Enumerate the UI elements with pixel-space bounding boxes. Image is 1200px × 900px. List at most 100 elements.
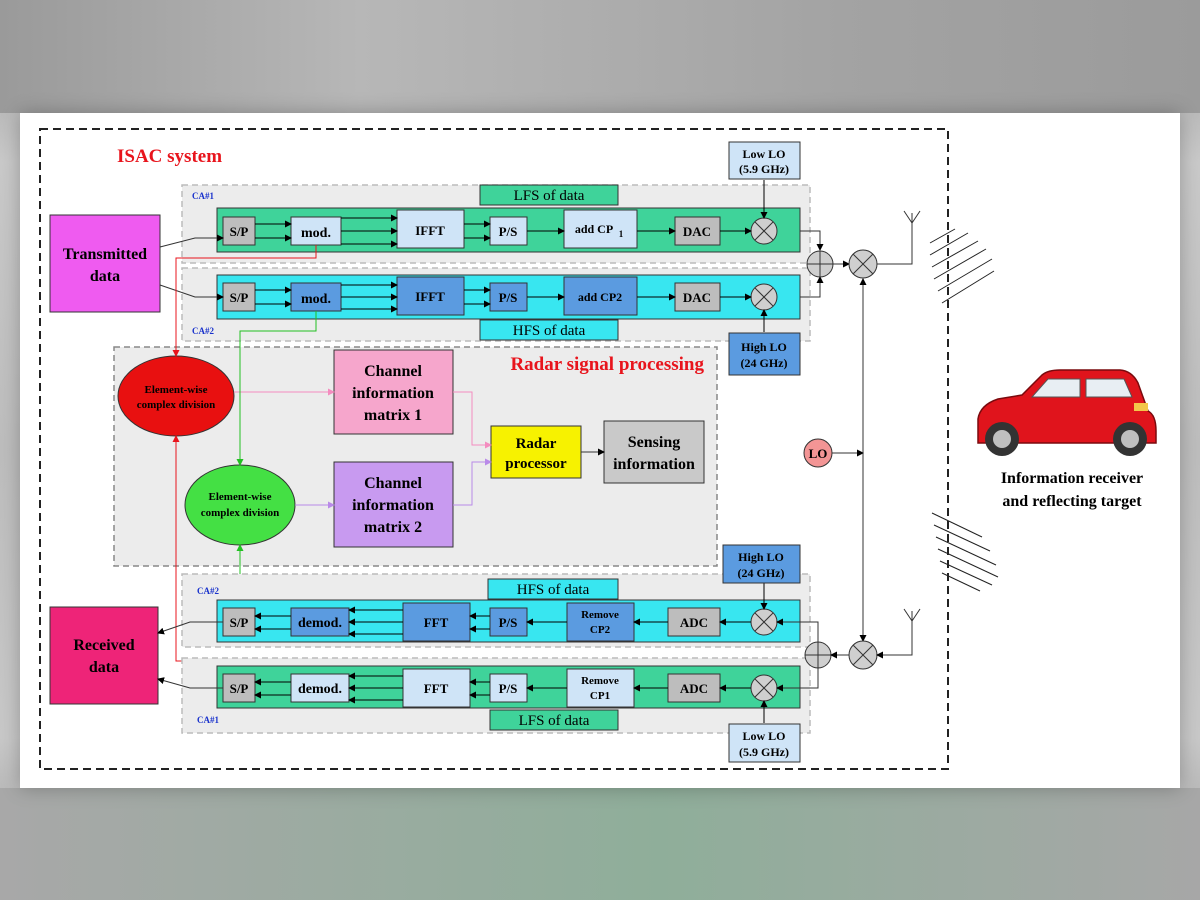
rx2-mixer (750, 608, 778, 636)
sensing-line2: information (613, 456, 695, 473)
low-lo-bottom-line2: (5.9 GHz) (739, 745, 789, 759)
high-lo-rx-box (722, 544, 801, 584)
tx1-addcp-text: add CP (575, 222, 613, 236)
cim1-line2: information (352, 385, 434, 402)
low-lo-top-line2: (5.9 GHz) (739, 162, 789, 176)
rx1-removecp-block (566, 668, 635, 708)
target-label-line1: Information receiver (1001, 470, 1143, 487)
tx2-to-ew2-line (236, 311, 317, 466)
isac-title: ISAC system (117, 146, 222, 167)
tx2-sp-block (222, 282, 256, 312)
rx2-demod-text: demod. (298, 616, 342, 631)
tx2-addcp-block (563, 276, 638, 316)
tx-input-arrow-1 (159, 234, 224, 248)
rx1-demod-block (290, 673, 350, 703)
rx1-sp-block (222, 673, 256, 703)
car-icon (977, 369, 1157, 456)
cim2-to-radar (453, 458, 492, 506)
ew-division-2 (184, 464, 296, 546)
rx1-output-arrow (157, 677, 223, 689)
channel-info-matrix-1 (333, 349, 454, 435)
cim2-line3: matrix 2 (364, 519, 422, 536)
adder-to-rx1 (776, 668, 819, 692)
tx2-to-adder (800, 276, 824, 298)
transmitted-line2: data (90, 268, 120, 285)
rx1-cp-text: CP1 (590, 690, 610, 702)
tx2-ifft-text: IFFT (415, 289, 445, 304)
tx-rf-mixer (848, 249, 878, 279)
tx2-mixer (750, 283, 778, 311)
rx2-adc-text: ADC (680, 615, 708, 630)
rx-adder (804, 641, 832, 669)
diagram-card: ISAC system CA#1 LFS of data S/P mod. IF… (20, 113, 1180, 788)
high-lo-tx-line1: High LO (741, 340, 787, 354)
center-lo-text: LO (809, 446, 828, 461)
rx1-ps-block (489, 673, 528, 703)
rx2-fft-block (402, 602, 471, 642)
tx1-sp-text: S/P (230, 224, 249, 239)
tx1-mod-text: mod. (301, 226, 331, 241)
tx2-ps-text: P/S (499, 290, 518, 305)
tx1-dac-text: DAC (683, 224, 711, 239)
radar-line2: processor (505, 456, 567, 472)
radar-title: Radar signal processing (510, 354, 704, 375)
background-blur-bottom (0, 788, 1200, 900)
tx-hfs-label: HFS of data (513, 323, 586, 339)
tx2-sp-text: S/P (230, 290, 249, 305)
tx1-to-adder (800, 230, 824, 251)
tx1-ps-text: P/S (499, 224, 518, 239)
transmitted-data-block (49, 214, 161, 313)
rx-lfs-label-box (489, 709, 619, 731)
channel-info-matrix-2 (333, 461, 454, 548)
high-lo-tx-box (728, 332, 801, 376)
tx2-addcp-text: add CP2 (578, 290, 622, 304)
tx1-mixer (750, 217, 778, 245)
rx1-fft-text: FFT (424, 681, 449, 696)
tx1-dac-block (674, 216, 721, 246)
target-label-line2: and reflecting target (1002, 493, 1142, 510)
low-lo-bottom-line1: Low LO (742, 729, 785, 743)
cim1-to-radar (453, 391, 492, 449)
tx2-ps-block (489, 282, 528, 312)
background-blur-top (0, 0, 1200, 113)
radar-line1: Radar (516, 436, 557, 452)
tx2-mod-block (290, 282, 342, 312)
cim1-line3: matrix 1 (364, 407, 422, 424)
ew1-line1: Element-wise (145, 384, 208, 396)
rx-hfs-label: HFS of data (517, 582, 590, 598)
transmitted-line1: Transmitted (63, 246, 147, 263)
tx-wave-lines (929, 228, 995, 304)
rx1-remove-text: Remove (581, 675, 619, 687)
tx1-ifft-text: IFFT (415, 223, 445, 238)
rx2-ps-text: P/S (499, 615, 518, 630)
received-line2: data (89, 659, 119, 676)
rx2-ps-block (489, 607, 528, 637)
rx1-sp-text: S/P (230, 681, 249, 696)
rx1-mixer (750, 674, 778, 702)
rx1-adc-text: ADC (680, 681, 708, 696)
rx-ca2-label: CA#2 (197, 586, 219, 596)
tx1-addcp-block (563, 209, 638, 249)
adder-to-rx2 (776, 618, 819, 642)
low-lo-bottom-box (728, 723, 801, 763)
tx-lfs-label: LFS of data (514, 188, 585, 204)
rx2-sp-text: S/P (230, 615, 249, 630)
rx1-ps-text: P/S (499, 681, 518, 696)
tx2-dac-text: DAC (683, 290, 711, 305)
tx-adder (806, 250, 834, 278)
ew2-line1: Element-wise (209, 491, 272, 503)
tx-ca1-label: CA#1 (192, 191, 214, 201)
low-lo-top-line1: Low LO (742, 147, 785, 161)
cim2-line1: Channel (364, 475, 422, 492)
rx2-sp-block (222, 607, 256, 637)
rx1-demod-text: demod. (298, 682, 342, 697)
tx2-ifft-block (396, 276, 465, 316)
tx-ca2-label: CA#2 (192, 326, 214, 336)
tx-antenna-icon (903, 210, 921, 224)
rx2-fft-text: FFT (424, 615, 449, 630)
rx-lfs-label: LFS of data (519, 713, 590, 729)
tx-antenna-feed (877, 223, 913, 265)
sensing-line1: Sensing (628, 434, 680, 451)
rx-ca1-label: CA#1 (197, 715, 219, 725)
rx2-output-arrow (157, 621, 223, 635)
